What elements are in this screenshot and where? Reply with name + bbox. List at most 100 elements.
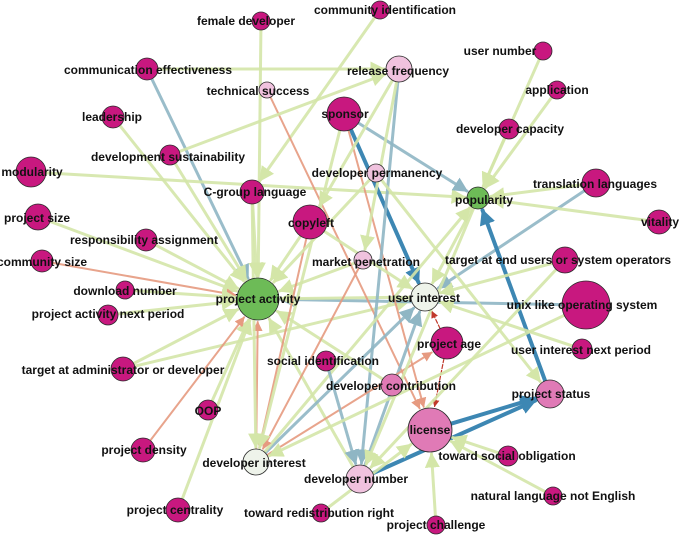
edge-market-penetration-to-project-activity: [278, 261, 357, 294]
node-label-vitality: vitality: [641, 215, 679, 229]
node-vitality[interactable]: [646, 209, 672, 235]
node-developer-permanency[interactable]: [366, 163, 386, 183]
node-label-popularity: popularity: [455, 193, 513, 207]
nodes-layer: [15, 0, 672, 535]
node-project-centrality[interactable]: [165, 497, 191, 523]
node-target-end-users[interactable]: [551, 246, 579, 274]
node-leadership[interactable]: [101, 105, 125, 129]
node-label-target-end-users: target at end users or system operators: [445, 253, 671, 267]
edge-leadership-to-project-activity: [118, 124, 246, 283]
node-development-sustainability[interactable]: [159, 144, 181, 166]
node-project-size[interactable]: [24, 203, 52, 231]
node-sponsor[interactable]: [326, 96, 362, 132]
edge-developer-interest-to-popularity: [262, 206, 472, 454]
edge-developer-capacity-to-popularity: [481, 136, 507, 188]
node-release-frequency[interactable]: [385, 55, 413, 83]
node-responsibility-assignment[interactable]: [134, 228, 158, 252]
node-label-project-age: project age: [417, 337, 481, 351]
node-project-density[interactable]: [130, 437, 156, 463]
node-community-size[interactable]: [30, 249, 54, 273]
node-translation-languages[interactable]: [581, 168, 611, 198]
node-toward-social-obligation[interactable]: [497, 445, 519, 467]
node-label-natural-language: natural language not English: [471, 489, 636, 503]
edge-community-size-to-project-activity: [51, 261, 237, 299]
node-label-development-sustainability: development sustainability: [91, 150, 245, 164]
node-label-leadership: leadership: [82, 110, 142, 124]
edge-c-group-language-to-developer-interest: [248, 202, 264, 449]
node-user-number[interactable]: [533, 41, 553, 61]
node-label-user-interest: user interest: [388, 291, 460, 305]
node-label-user-number: user number: [464, 44, 537, 58]
node-modularity[interactable]: [15, 156, 47, 188]
node-label-developer-contribution: developer contribution: [326, 379, 456, 393]
node-label-project-activity: project activity: [216, 292, 301, 306]
node-application[interactable]: [547, 80, 567, 100]
edge-translation-languages-to-user-interest: [436, 189, 586, 290]
node-label-project-size: project size: [4, 211, 70, 225]
node-technical-success[interactable]: [258, 81, 276, 99]
node-developer-interest[interactable]: [242, 448, 270, 476]
node-label-technical-success: technical success: [207, 84, 310, 98]
node-project-challenge[interactable]: [426, 515, 446, 535]
edge-sponsor-to-popularity: [356, 121, 469, 193]
edges-layer: [44, 15, 649, 518]
node-label-user-interest-next: user interest next period: [511, 343, 651, 357]
node-social-identification[interactable]: [315, 350, 337, 372]
node-project-activity[interactable]: [236, 277, 280, 321]
node-project-status[interactable]: [535, 379, 565, 409]
edge-market-penetration-to-developer-interest: [262, 267, 360, 450]
node-label-download-number: download number: [73, 284, 177, 298]
node-user-interest-next[interactable]: [571, 338, 593, 360]
node-community-identification[interactable]: [370, 0, 390, 20]
node-developer-number[interactable]: [345, 464, 375, 494]
node-label-translation-languages: translation languages: [533, 177, 657, 191]
node-toward-redistribution[interactable]: [311, 503, 331, 523]
edge-release-frequency-to-copyleft: [318, 78, 394, 208]
edge-unix-like-to-developer-interest: [268, 313, 566, 458]
node-project-activity-next[interactable]: [97, 304, 119, 326]
edge-project-density-to-project-activity: [149, 316, 246, 442]
edge-target-end-users-to-developer-number: [369, 268, 558, 469]
node-label-market-penetration: market penetration: [312, 255, 420, 269]
node-oop[interactable]: [197, 399, 219, 421]
node-c-group-language[interactable]: [239, 179, 265, 205]
node-market-penetration[interactable]: [353, 250, 373, 270]
edge-project-status-to-popularity: [479, 208, 548, 383]
node-unix-like[interactable]: [561, 280, 611, 330]
edge-technical-success-to-license: [269, 96, 421, 410]
node-label-release-frequency: release frequency: [347, 64, 449, 78]
edge-responsibility-assignment-to-project-activity: [154, 243, 240, 290]
edge-release-frequency-to-developer-number: [355, 80, 400, 465]
node-target-admin[interactable]: [110, 356, 136, 382]
node-label-project-density: project density: [101, 443, 187, 457]
edge-female-developer-to-project-activity: [250, 28, 266, 278]
node-label-developer-interest: developer interest: [202, 456, 305, 470]
edge-application-to-popularity: [484, 95, 554, 189]
edge-sponsor-to-developer-interest: [255, 129, 342, 449]
node-label-license: license: [410, 423, 451, 437]
edge-vitality-to-popularity: [489, 194, 649, 222]
node-user-interest[interactable]: [410, 282, 440, 312]
node-label-project-challenge: project challenge: [387, 518, 486, 532]
node-label-developer-number: developer number: [304, 472, 408, 486]
edge-project-challenge-to-license: [424, 452, 440, 518]
node-natural-language[interactable]: [543, 486, 563, 506]
node-download-number[interactable]: [115, 280, 135, 300]
node-communication-effectiveness[interactable]: [135, 57, 159, 81]
node-popularity[interactable]: [466, 186, 490, 210]
node-copyleft[interactable]: [292, 204, 328, 240]
edge-project-age-to-user-interest: [431, 310, 441, 330]
node-project-age[interactable]: [430, 326, 464, 360]
edge-user-interest-to-project-activity: [279, 291, 413, 307]
node-developer-contribution[interactable]: [380, 373, 404, 397]
node-label-community-identification: community identification: [314, 3, 456, 17]
node-female-developer[interactable]: [251, 11, 271, 31]
node-label-sponsor: sponsor: [321, 107, 369, 121]
edge-development-sustainability-to-project-activity: [173, 162, 248, 281]
node-label-toward-social-obligation: toward social obligation: [438, 449, 575, 463]
node-label-unix-like: unix like operating system: [507, 298, 658, 312]
node-label-project-centrality: project centrality: [127, 503, 224, 517]
node-license[interactable]: [407, 407, 453, 453]
node-developer-capacity[interactable]: [498, 118, 520, 140]
node-label-copyleft: copyleft: [288, 216, 334, 230]
